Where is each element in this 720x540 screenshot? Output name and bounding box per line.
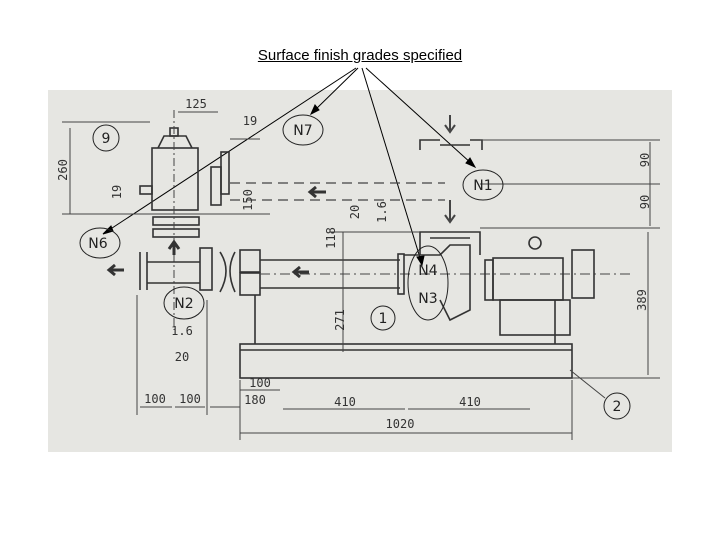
- dim-260: 260: [56, 159, 70, 181]
- dim-100-left: 100: [144, 392, 166, 406]
- flow-arrow-icon: [307, 185, 326, 199]
- dimension-lines: [62, 111, 660, 440]
- pump-body: [106, 236, 630, 336]
- item-2-label: 2: [613, 399, 622, 415]
- dim-389: 389: [635, 289, 649, 311]
- dim-125: 125: [185, 97, 207, 111]
- dim-100-mid: 100: [179, 392, 201, 406]
- dim-20-vertical: 20: [348, 205, 362, 219]
- item-9-label: 9: [102, 131, 111, 147]
- slide-title: Surface finish grades specified: [257, 47, 463, 64]
- nozzle-n6-label: N6: [88, 236, 107, 252]
- valve-9: [139, 110, 230, 330]
- nozzle-n4-label: N4: [418, 263, 437, 279]
- dim-100-base: 100: [249, 376, 271, 390]
- dim-1020: 1020: [386, 417, 415, 431]
- dim-19: 19: [243, 114, 257, 128]
- dim-410-right: 410: [459, 395, 481, 409]
- dim-1.6: 1.6: [171, 324, 193, 338]
- dim-19-vertical: 19: [110, 185, 124, 199]
- nozzle-n7-label: N7: [293, 123, 312, 139]
- dim-180: 180: [244, 393, 266, 407]
- nozzle-markers: [79, 114, 631, 420]
- dim-20: 20: [175, 350, 189, 364]
- nozzle-n3-label: N3: [418, 291, 437, 307]
- callout-arrows: [102, 67, 477, 267]
- dim-271: 271: [333, 309, 347, 331]
- dim-118: 118: [324, 227, 338, 249]
- nozzle-n1-label: N1: [473, 178, 492, 194]
- upper-pipe: [230, 182, 445, 201]
- dimension-labels: 125 19 260 19 150 90 90 20 1.6 118 271 3…: [56, 97, 652, 431]
- base-frame: [239, 295, 573, 379]
- dim-150: 150: [241, 189, 255, 211]
- nozzle-n2-label: N2: [174, 296, 193, 312]
- dim-410-left: 410: [334, 395, 356, 409]
- dim-1.6-vertical: 1.6: [375, 201, 389, 223]
- item-1-label: 1: [379, 311, 388, 327]
- dim-90-lower: 90: [638, 195, 652, 209]
- drawing-background: [48, 90, 672, 452]
- dim-90-upper: 90: [638, 153, 652, 167]
